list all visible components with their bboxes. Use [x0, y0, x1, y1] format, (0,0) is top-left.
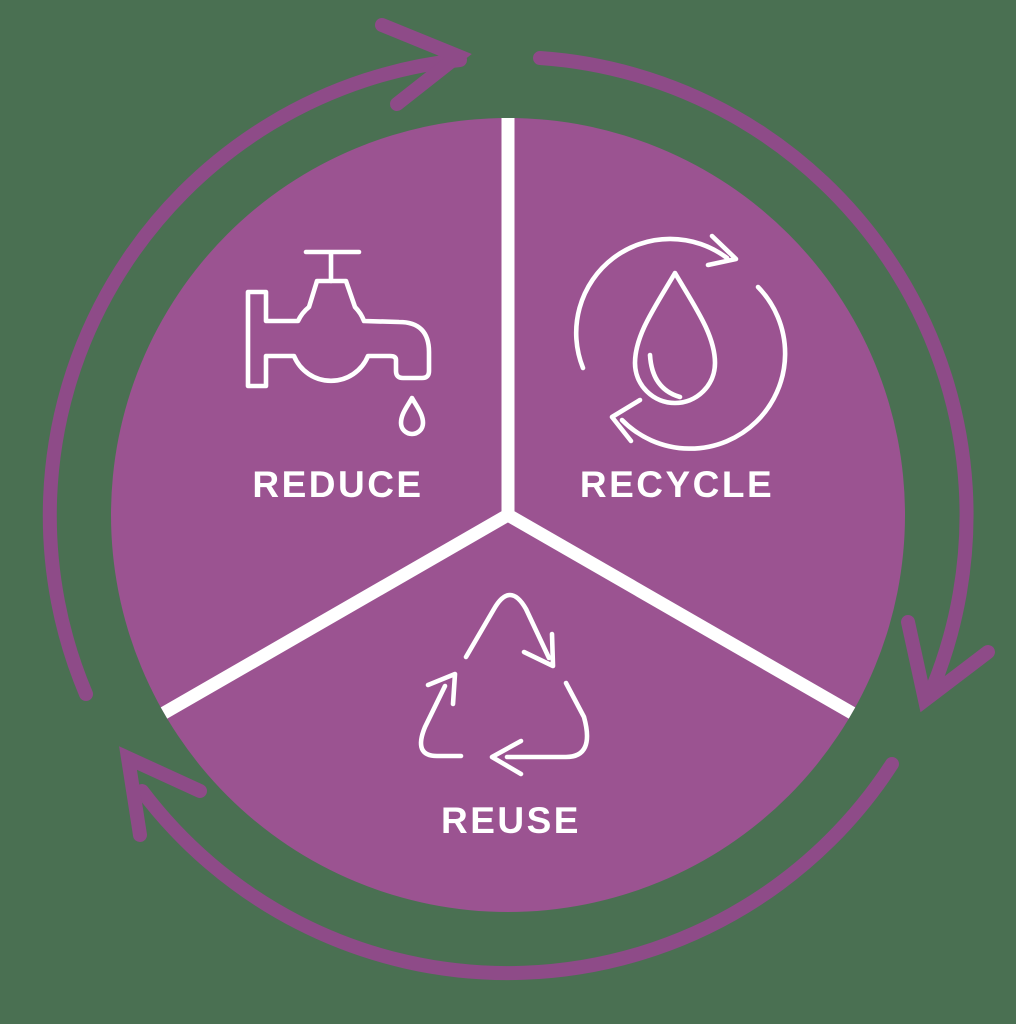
faucet-body [245, 278, 432, 389]
outer-arc-bottom [135, 757, 899, 981]
triangle-arrowhead-bottom-icon [489, 738, 524, 777]
recycle-arc-bottom-arrowhead-icon [609, 397, 643, 444]
triangle-arrowhead-right-icon [521, 631, 556, 669]
faucet-icon [245, 249, 432, 437]
segment-label-reduce: REDUCE [252, 464, 423, 505]
triangle-arm-left [418, 683, 464, 759]
divider-bottom-right [504, 509, 856, 719]
outer-cycle-arrows [42, 18, 995, 981]
sector-dividers [160, 118, 856, 719]
water-drop [632, 270, 718, 406]
arrowhead-right-icon [901, 615, 995, 713]
outer-arc-right [533, 51, 974, 694]
faucet-drip-drop [398, 395, 426, 437]
triangle-arm-right [504, 680, 590, 760]
segment-label-recycle: RECYCLE [580, 464, 774, 505]
divider-bottom-left [160, 509, 512, 719]
recycle-triangle-icon [418, 592, 590, 777]
water-drop-recycle-icon [573, 233, 788, 451]
outer-arc-top-left [42, 53, 467, 701]
segment-label-reuse: REUSE [441, 800, 581, 841]
recycle-arc-top-arrowhead-icon [705, 233, 739, 268]
arrowhead-bottom-left-icon [119, 746, 207, 842]
triangle-arm-top [463, 592, 552, 661]
recycle-arc-bottom [619, 284, 788, 451]
arrowhead-top-icon [375, 18, 472, 111]
triangle-arrowhead-left-icon [425, 671, 458, 707]
recycle-arc-top [573, 236, 730, 371]
water-drop-highlight [647, 352, 683, 400]
